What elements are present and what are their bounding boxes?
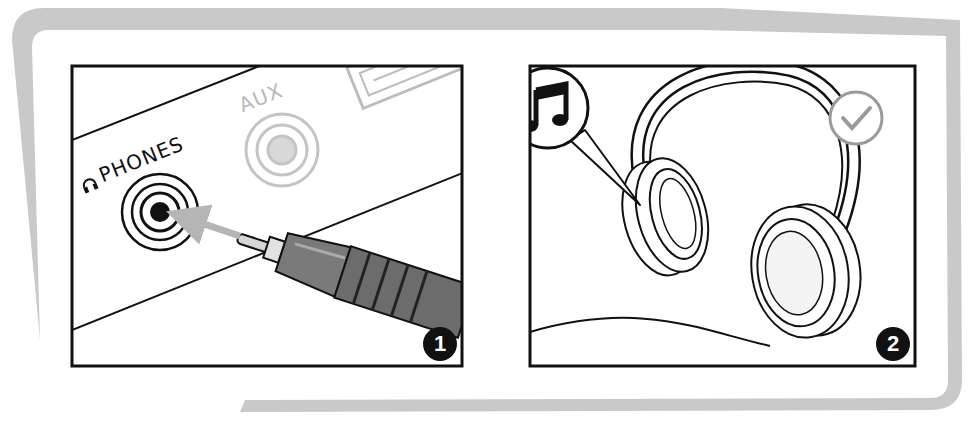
callout-number: 1	[423, 327, 457, 361]
callout-number: 2	[876, 327, 910, 361]
headphones-illustration	[530, 66, 915, 366]
frame-band	[12, 8, 962, 412]
jack-illustration	[72, 66, 462, 366]
panel-frame	[72, 66, 462, 366]
headphone-icon	[81, 177, 98, 193]
panel-frame	[530, 66, 915, 366]
